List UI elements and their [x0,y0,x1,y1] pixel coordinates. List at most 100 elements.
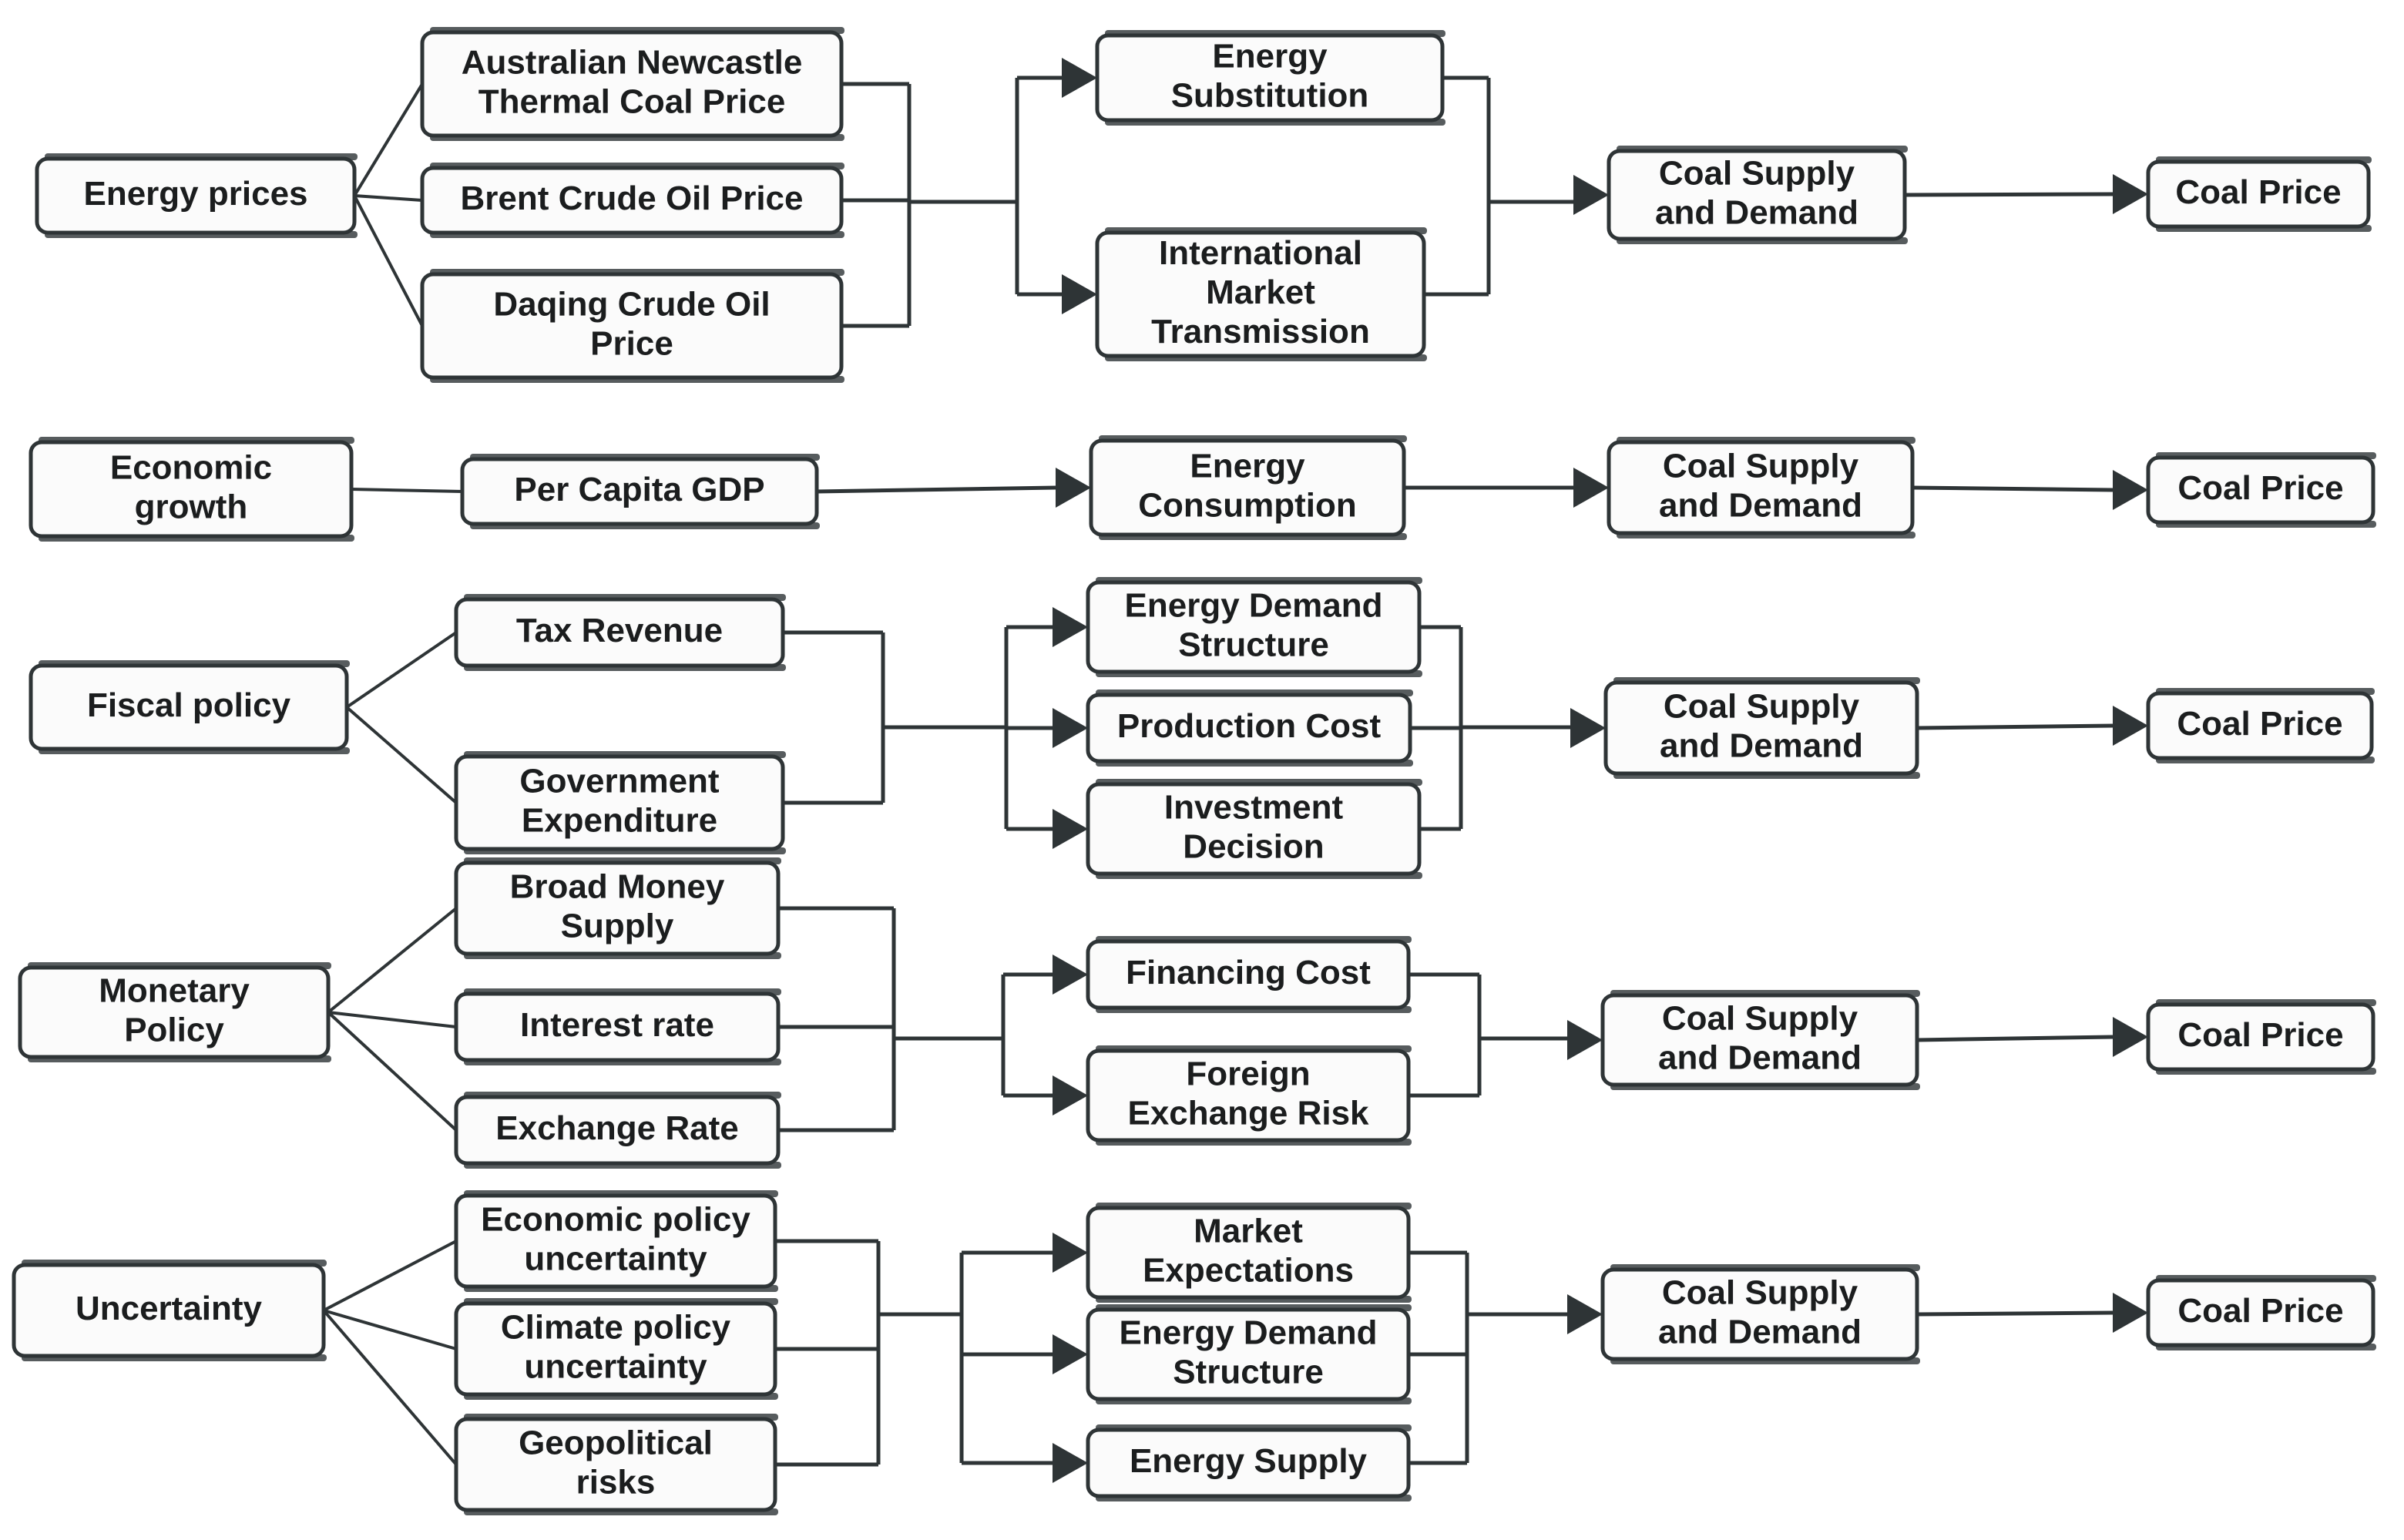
indicator-node-fiscal-policy-1-box[interactable] [454,754,785,851]
channel-node-uncertainty-0-box[interactable] [1086,1206,1411,1300]
outcome-node-uncertainty-box[interactable] [2146,1278,2375,1347]
driver-node-energy-prices-box[interactable] [35,156,357,235]
outcome-node-monetary-policy-box[interactable] [2146,1002,2375,1072]
driver-node-monetary-policy-box[interactable] [18,965,331,1059]
arrow-head-icon [2113,470,2148,510]
connector-line [816,485,1056,494]
market-node-economic-growth-box[interactable] [1607,440,1915,535]
arrow-head-icon [1053,1075,1088,1116]
connector-line [354,194,423,202]
indicator-node-monetary-policy-2-box[interactable] [454,1095,781,1166]
indicator-node-uncertainty-1-box[interactable] [454,1301,777,1397]
connector-line [1916,1035,2114,1042]
channel-node-energy-prices-1-box[interactable] [1095,230,1426,358]
channel-node-uncertainty-2[interactable]: Energy Supply [1086,1424,1412,1501]
channel-node-monetary-policy-0[interactable]: Financing Cost [1086,936,1412,1013]
outcome-node-energy-prices[interactable]: Coal Price [2146,156,2372,232]
indicator-node-economic-growth-0[interactable]: Per Capita GDP [460,454,820,529]
arrow-head-icon [1053,1443,1088,1483]
outcome-node-fiscal-policy[interactable]: Coal Price [2146,688,2375,763]
arrow-head-icon [2113,174,2148,214]
indicator-node-monetary-policy-2-label: Exchange Rate [495,1109,738,1147]
channel-node-monetary-policy-1-box[interactable] [1086,1048,1411,1142]
market-node-fiscal-policy-box[interactable] [1603,680,1919,776]
channel-node-uncertainty-2-box[interactable] [1086,1428,1411,1498]
indicator-node-monetary-policy-1-box[interactable] [454,991,781,1062]
indicator-node-uncertainty-2-box[interactable] [454,1417,777,1512]
indicator-node-energy-prices-1-box[interactable] [420,166,844,235]
outcome-node-uncertainty[interactable]: Coal Price [2146,1275,2376,1350]
channel-node-fiscal-policy-1-box[interactable] [1086,693,1412,763]
driver-node-uncertainty-box[interactable] [12,1263,326,1358]
outcome-node-monetary-policy[interactable]: Coal Price [2146,999,2376,1075]
connector-line [1912,485,2114,492]
channel-node-uncertainty-2-label: Energy Supply [1130,1442,1368,1480]
outcome-node-economic-growth-box[interactable] [2146,455,2375,525]
arrow-head-icon [1053,955,1088,995]
driver-node-energy-prices[interactable]: Energy prices [35,153,358,238]
outcome-node-uncertainty-label: Coal Price [2177,1292,2343,1330]
driver-node-economic-growth-box[interactable] [29,440,354,538]
indicator-node-energy-prices-1[interactable]: Brent Crude Oil Price [420,163,844,238]
indicator-node-fiscal-policy-0[interactable]: Tax Revenue [454,594,786,671]
outcome-node-economic-growth[interactable]: Coal Price [2146,452,2376,528]
indicator-node-monetary-policy-2[interactable]: Exchange Rate [454,1092,781,1169]
channel-node-fiscal-policy-2-box[interactable] [1086,782,1422,876]
outcome-node-fiscal-policy-box[interactable] [2146,691,2374,760]
channel-node-energy-prices-0-box[interactable] [1095,33,1445,122]
channel-node-monetary-policy-0-label: Financing Cost [1126,954,1371,991]
channel-node-fiscal-policy-1-label: Production Cost [1117,707,1382,745]
connector-line [1916,1310,2114,1317]
outcome-node-energy-prices-box[interactable] [2146,159,2371,229]
market-node-energy-prices-box[interactable] [1607,149,1907,241]
channel-node-fiscal-policy-1[interactable]: Production Cost [1086,689,1413,767]
indicator-node-fiscal-policy-0-box[interactable] [454,597,785,668]
driver-node-fiscal-policy[interactable]: Fiscal policy [29,660,350,754]
indicator-node-monetary-policy-0-box[interactable] [454,861,781,956]
channel-node-uncertainty-1-box[interactable] [1086,1307,1411,1401]
driver-node-uncertainty[interactable]: Uncertainty [12,1260,327,1361]
channel-node-economic-growth-0-box[interactable] [1089,438,1406,537]
market-node-monetary-policy-box[interactable] [1600,993,1919,1087]
indicator-node-uncertainty-0-box[interactable] [454,1193,777,1289]
channel-node-monetary-policy-0-box[interactable] [1086,939,1411,1010]
driver-node-fiscal-policy-box[interactable] [29,663,349,751]
indicator-node-economic-growth-0-box[interactable] [460,457,819,526]
indicator-node-energy-prices-0-box[interactable] [420,30,844,138]
channel-node-fiscal-policy-0-box[interactable] [1086,580,1422,674]
indicator-node-energy-prices-2-box[interactable] [420,272,844,380]
market-node-uncertainty-box[interactable] [1600,1267,1919,1361]
indicator-node-monetary-policy-1[interactable]: Interest rate [454,988,781,1065]
indicator-node-fiscal-policy-0-label: Tax Revenue [516,612,723,649]
